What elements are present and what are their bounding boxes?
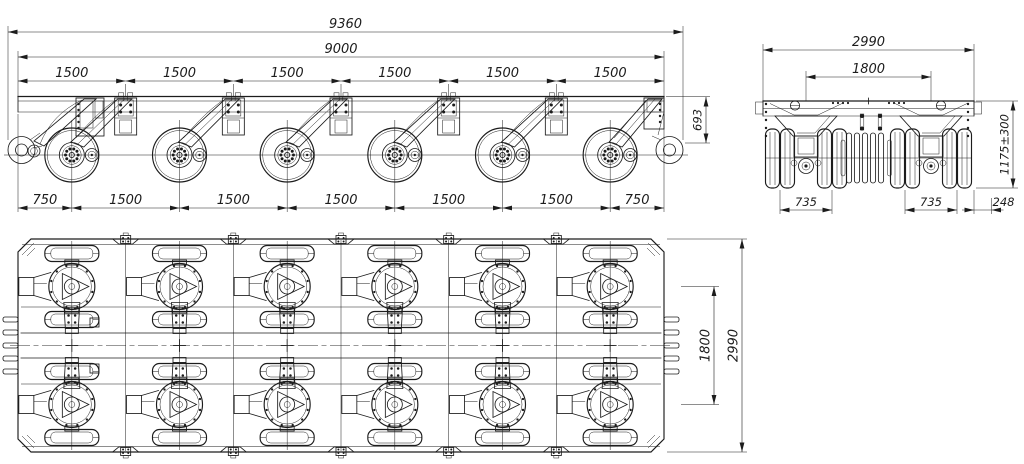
- bogie: [233, 357, 315, 447]
- suspension-pedestal: [329, 97, 353, 136]
- dim-end-wheel-track-left: 735: [795, 195, 817, 209]
- dim-side-axle-spacing-4: 1500: [432, 193, 465, 208]
- tire: [941, 128, 958, 189]
- dim-end-side-offset: 248: [993, 195, 1015, 209]
- wheel: [151, 127, 208, 183]
- suspension-pedestal: [114, 97, 138, 136]
- dim-side-module-pitch-3: 1500: [378, 66, 411, 81]
- dim-side-axle-spacing-2: 1500: [217, 193, 250, 208]
- end-view: 2990 1800 735 735 248 1175±300: [755, 35, 1018, 214]
- dim-side-module-pitch-1: 1500: [163, 66, 196, 81]
- swing-arm: [500, 98, 564, 148]
- wheel: [582, 127, 638, 183]
- dim-side-module-pitch-5: 1500: [594, 66, 627, 81]
- tire: [956, 128, 973, 189]
- dim-plan-overall-width: 2990: [727, 329, 742, 362]
- bogie: [126, 244, 208, 334]
- bogie: [18, 357, 100, 447]
- swing-arm: [177, 98, 241, 148]
- deck: [755, 97, 982, 138]
- end-dimensions: 2990 1800 735 735 248 1175±300: [763, 35, 1018, 214]
- dim-side-module-pitch-2: 1500: [271, 66, 304, 81]
- bogie: [233, 244, 315, 334]
- dim-side-frame-length: 9000: [324, 42, 357, 57]
- plan-dimensions: 1800 2990: [667, 238, 747, 453]
- suspension-pedestal: [544, 97, 568, 136]
- swing-arm: [608, 98, 663, 148]
- dim-side-axle-spacing-6: 750: [625, 193, 650, 208]
- swing-arm: [393, 98, 456, 148]
- side-dimensions: 9360 9000 1500 1500 1500 1500 1500 1500 750 1500 1…: [8, 17, 710, 211]
- dim-side-axle-spacing-0: 750: [33, 193, 58, 208]
- tire: [889, 128, 906, 189]
- tire: [816, 128, 833, 189]
- bogie: [449, 244, 531, 334]
- tire: [904, 128, 921, 189]
- coupling-ribs: [840, 113, 892, 184]
- dim-side-overall-length: 9360: [329, 17, 362, 32]
- bogie: [556, 357, 638, 447]
- towing-eye: [7, 111, 684, 164]
- dim-plan-row-spacing: 1800: [699, 329, 714, 362]
- bogie: [126, 357, 208, 447]
- bogie: [341, 244, 423, 334]
- dim-side-axle-spacing-5: 1500: [540, 193, 573, 208]
- dim-side-end-height: 693: [691, 109, 705, 131]
- dim-end-overall-width: 2990: [852, 35, 885, 50]
- dim-side-module-pitch-0: 1500: [55, 66, 88, 81]
- bogie: [449, 357, 531, 447]
- wheel: [367, 127, 423, 183]
- suspension-pedestal: [437, 97, 461, 136]
- dim-end-bogie-track: 1800: [852, 62, 885, 77]
- dim-end-ride-height: 1175±300: [998, 114, 1012, 175]
- suspension-pedestal: [221, 97, 245, 136]
- dim-side-module-pitch-4: 1500: [486, 66, 519, 81]
- wheel: [259, 127, 315, 183]
- tire: [779, 128, 796, 189]
- end-bracket: [75, 97, 665, 137]
- dim-side-axle-spacing-1: 1500: [109, 193, 142, 208]
- swing-arm: [70, 98, 133, 148]
- tire: [831, 128, 848, 189]
- wheel: [474, 127, 531, 183]
- tire: [764, 128, 781, 189]
- bogie: [18, 244, 100, 334]
- dim-side-axle-spacing-3: 1500: [324, 193, 357, 208]
- wheel: [44, 127, 100, 183]
- dim-end-wheel-track-right: 735: [920, 195, 942, 209]
- bogie: [556, 244, 638, 334]
- plan-view: 1800 2990: [2, 232, 747, 459]
- bogie: [341, 357, 423, 447]
- side-view: 9360 9000 1500 1500 1500 1500 1500 1500 750 1500 1…: [4, 17, 710, 212]
- swing-arm: [285, 98, 349, 148]
